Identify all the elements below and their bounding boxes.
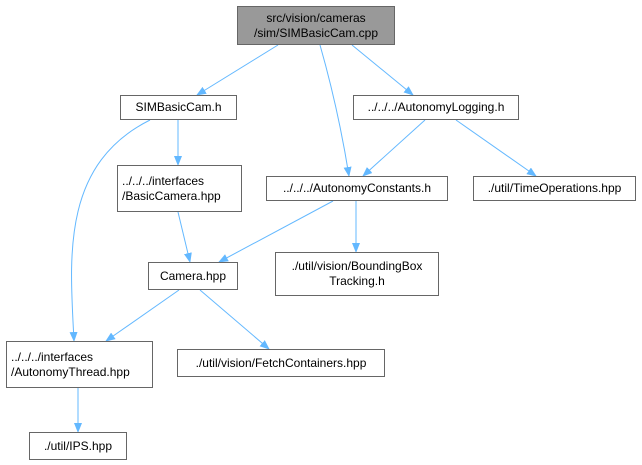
node-label: ../../../interfaces <box>11 349 94 364</box>
node-label: Tracking.h <box>329 274 385 288</box>
node-fetch-containers-hpp[interactable]: ./util/vision/FetchContainers.hpp <box>177 349 385 377</box>
node-label: SIMBasicCam.h <box>135 100 222 114</box>
node-bounding-box-tracking-h[interactable]: ./util/vision/BoundingBox Tracking.h <box>275 252 439 296</box>
edge-root-to-simbasiccam-h <box>196 44 279 96</box>
edge-camera-hpp-to-fetch-containers <box>199 289 270 350</box>
node-label: ../../../interfaces <box>122 173 205 188</box>
node-label: ./util/TimeOperations.hpp <box>487 181 622 195</box>
edge-simbasiccam-h-to-autonomy-thread <box>69 119 151 342</box>
node-label: /sim/SIMBasicCam.cpp <box>253 25 379 40</box>
node-label: Camera.hpp <box>159 268 227 283</box>
node-label: ../../../AutonomyConstants.h <box>282 181 432 195</box>
edge-root-to-autonomy-logging <box>351 44 414 96</box>
edge-autonomy-logging-to-time-operations <box>455 119 537 177</box>
edge-camera-hpp-to-autonomy-thread <box>105 289 180 342</box>
node-autonomy-constants-h[interactable]: ../../../AutonomyConstants.h <box>266 176 448 201</box>
node-basic-camera-hpp[interactable]: ../../../interfaces /BasicCamera.hpp <box>117 165 242 212</box>
node-root-simbasiccam-cpp: src/vision/cameras /sim/SIMBasicCam.cpp <box>237 6 395 45</box>
node-label: ../../../AutonomyLogging.h <box>367 100 505 114</box>
edge-autonomy-logging-to-autonomy-constants <box>362 119 426 177</box>
node-label: /BasicCamera.hpp <box>122 188 221 203</box>
edge-basic-camera-to-camera-hpp <box>177 211 192 263</box>
node-time-operations-hpp[interactable]: ./util/TimeOperations.hpp <box>473 176 636 201</box>
node-label: /AutonomyThread.hpp <box>11 364 130 379</box>
node-label: ./util/vision/BoundingBox <box>291 259 423 273</box>
node-camera-hpp[interactable]: Camera.hpp <box>148 262 238 290</box>
node-autonomy-logging-h[interactable]: ../../../AutonomyLogging.h <box>353 95 519 120</box>
node-label: src/vision/cameras <box>266 10 366 25</box>
edge-root-to-autonomy-constants <box>319 44 352 177</box>
node-simbasiccam-h[interactable]: SIMBasicCam.h <box>120 95 237 120</box>
node-label: ./util/IPS.hpp <box>43 438 113 453</box>
node-autonomy-thread-hpp[interactable]: ../../../interfaces /AutonomyThread.hpp <box>6 341 153 388</box>
edge-autonomy-constants-to-camera-hpp <box>218 200 334 263</box>
node-label: ./util/vision/FetchContainers.hpp <box>195 355 367 370</box>
node-ips-hpp[interactable]: ./util/IPS.hpp <box>29 432 127 460</box>
